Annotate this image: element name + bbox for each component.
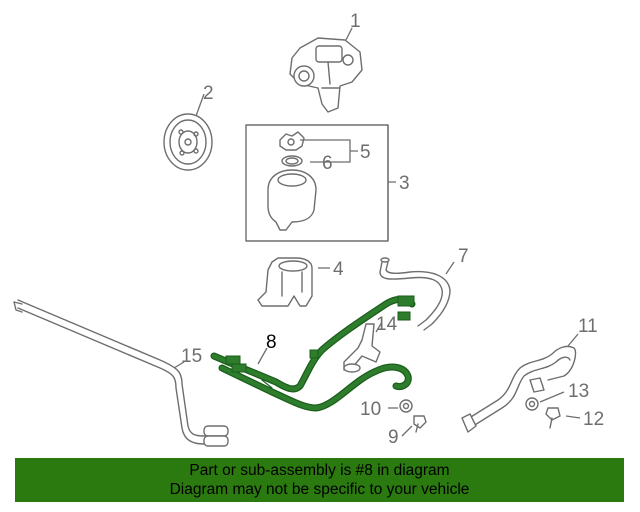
part-15-cooler-line[interactable]: [13, 299, 229, 447]
part-10-washer[interactable]: [399, 399, 413, 413]
callout-14: 14: [376, 314, 398, 335]
callout-12: 12: [583, 409, 604, 430]
callout-7: 7: [458, 246, 469, 267]
part-13-washer[interactable]: [525, 397, 539, 411]
callout-1: 1: [350, 11, 361, 32]
callout-13: 13: [568, 381, 589, 402]
part-14-hose-bracket[interactable]: [343, 323, 381, 373]
part-7-reservoir-hose[interactable]: [379, 257, 451, 331]
part-4-bracket[interactable]: [257, 257, 313, 307]
reservoir-body: [267, 169, 317, 231]
callout-9: 9: [388, 427, 399, 448]
callout-leaders: [173, 27, 581, 437]
callout-15: 15: [181, 346, 202, 367]
part-5-reservoir-cap[interactable]: [279, 131, 305, 151]
callout-5: 5: [360, 142, 371, 163]
callout-4: 4: [333, 259, 344, 280]
part-12-bolt[interactable]: [545, 407, 561, 429]
callout-2: 2: [203, 83, 214, 104]
vehicle-fit-banner: Part or sub-assembly is #8 in diagram Di…: [15, 458, 624, 502]
callout-6: 6: [322, 153, 333, 174]
callout-3: 3: [399, 173, 410, 194]
part-2-pulley[interactable]: [163, 113, 213, 171]
part-1-power-steering-pump[interactable]: [289, 37, 363, 113]
part-11-return-line[interactable]: [461, 345, 577, 433]
callout-8: 8: [266, 332, 277, 353]
callout-10: 10: [360, 399, 381, 420]
banner-line-1: Part or sub-assembly is #8 in diagram: [189, 462, 450, 479]
part-9-bolt[interactable]: [413, 415, 427, 433]
part-6-seal-ring[interactable]: [281, 155, 303, 167]
part-8-pressure-hose[interactable]: [210, 295, 416, 412]
callout-11: 11: [578, 316, 598, 337]
banner-line-2: Diagram may not be specific to your vehi…: [169, 481, 470, 498]
